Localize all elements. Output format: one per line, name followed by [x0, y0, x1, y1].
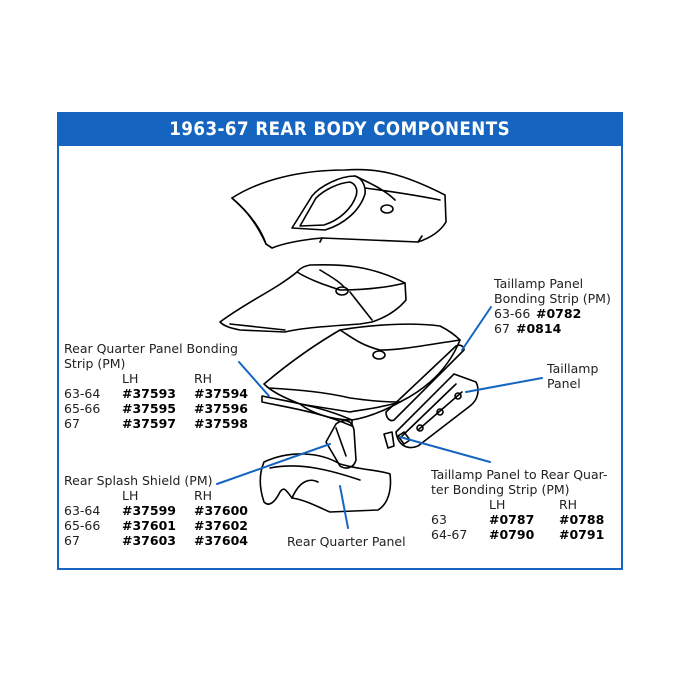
taillamp-quarter-title-1: Taillamp Panel to Rear Quar-	[431, 467, 608, 482]
callout-rear-quarter	[339, 485, 349, 529]
part-row: 67 #0814	[494, 321, 611, 336]
lh-part-number: #37601	[122, 518, 176, 533]
rh-part-number: #37600	[194, 503, 248, 518]
lh-part-number: #37593	[122, 386, 176, 401]
taillamp-bonding-strip	[385, 344, 465, 422]
part-row: 63 #0787 #0788	[431, 512, 609, 527]
rh-part-number: #37594	[194, 386, 248, 401]
years-cell: 65-66	[64, 518, 101, 533]
lh-part-number: #37599	[122, 503, 176, 518]
column-headers: LH RH	[431, 497, 609, 512]
lower-deck-panel	[263, 323, 461, 421]
callout-taillamp-bonding	[461, 306, 492, 351]
mid-deck-panel	[219, 263, 407, 333]
callout-lines	[216, 306, 543, 529]
rh-part-number: #37596	[194, 401, 248, 416]
years-cell: 64-67	[431, 527, 468, 542]
rh-part-number: #0788	[559, 512, 605, 527]
taillamp-panel-callout: Taillamp Panel	[547, 361, 598, 391]
taillamp-bonding-callout: Taillamp Panel Bonding Strip (PM) 63-66 …	[494, 276, 611, 336]
part-row: 67 #37597 #37598	[64, 416, 264, 431]
years-cell: 63-64	[64, 503, 101, 518]
part-row: 63-66 #0782	[494, 306, 611, 321]
years-cell: 63-64	[64, 386, 101, 401]
callout-taillamp-panel	[465, 377, 543, 393]
years-cell: 63	[431, 512, 447, 527]
lh-part-number: #0790	[489, 527, 535, 542]
taillamp-panel-shape	[395, 373, 479, 449]
taillamp-bonding-title-1: Taillamp Panel	[494, 276, 584, 291]
rh-part-number: #0791	[559, 527, 605, 542]
rh-header: RH	[559, 497, 578, 512]
taillamp-quarter-title-2: ter Bonding Strip (PM)	[431, 482, 570, 497]
splash-shield-shape	[325, 419, 357, 469]
lh-part-number: #0787	[489, 512, 535, 527]
roof-panel	[231, 168, 447, 249]
part-row: 67 #37603 #37604	[64, 533, 264, 548]
lh-part-number: #37597	[122, 416, 176, 431]
rh-part-number: #37602	[194, 518, 248, 533]
diagram-title: 1963-67 REAR BODY COMPONENTS	[169, 118, 511, 140]
splash-shield-title: Rear Splash Shield (PM)	[64, 473, 213, 488]
lh-header: LH	[122, 371, 139, 386]
years-cell: 65-66	[64, 401, 101, 416]
rh-header: RH	[194, 371, 213, 386]
callout-splash-shield	[216, 443, 331, 485]
lh-header: LH	[489, 497, 506, 512]
title-bar: 1963-67 REAR BODY COMPONENTS	[57, 112, 623, 146]
lh-part-number: #37603	[122, 533, 176, 548]
quarter-bonding-callout: Rear Quarter Panel Bonding Strip (PM) LH…	[64, 341, 264, 431]
rear-quarter-panel-shape	[259, 453, 392, 513]
part-row: 65-66 #37601 #37602	[64, 518, 264, 533]
taillamp-panel-line-1: Taillamp	[547, 361, 599, 376]
part-row: 63-64 #37593 #37594	[64, 386, 264, 401]
lh-part-number: #37595	[122, 401, 176, 416]
rh-part-number: #37604	[194, 533, 248, 548]
rh-part-number: #37598	[194, 416, 248, 431]
years-cell: 67	[494, 321, 510, 336]
quarter-bonding-title-2: Strip (PM)	[64, 356, 126, 371]
column-headers: LH RH	[64, 371, 264, 386]
splash-shield-callout: Rear Splash Shield (PM) LH RH 63-64 #375…	[64, 473, 264, 548]
part-number: #0782	[536, 306, 582, 321]
part-row: 64-67 #0790 #0791	[431, 527, 609, 542]
taillamp-panel-line-2: Panel	[547, 376, 581, 391]
part-row: 63-64 #37599 #37600	[64, 503, 264, 518]
years-cell: 67	[64, 533, 80, 548]
part-row: 65-66 #37595 #37596	[64, 401, 264, 416]
quarter-bonding-title-1: Rear Quarter Panel Bonding	[64, 341, 238, 356]
rh-header: RH	[194, 488, 213, 503]
callout-taillamp-quarter	[399, 436, 491, 463]
rear-quarter-panel-label: Rear Quarter Panel	[287, 534, 406, 549]
years-cell: 63-66	[494, 306, 531, 321]
taillamp-quarter-callout: Taillamp Panel to Rear Quar- ter Bonding…	[431, 467, 609, 542]
callout-quarter-bonding	[238, 361, 270, 397]
taillamp-bonding-title-2: Bonding Strip (PM)	[494, 291, 611, 306]
column-headers: LH RH	[64, 488, 264, 503]
lh-header: LH	[122, 488, 139, 503]
rear-quarter-panel-callout: Rear Quarter Panel	[287, 534, 406, 549]
part-number: #0814	[516, 321, 562, 336]
years-cell: 67	[64, 416, 80, 431]
